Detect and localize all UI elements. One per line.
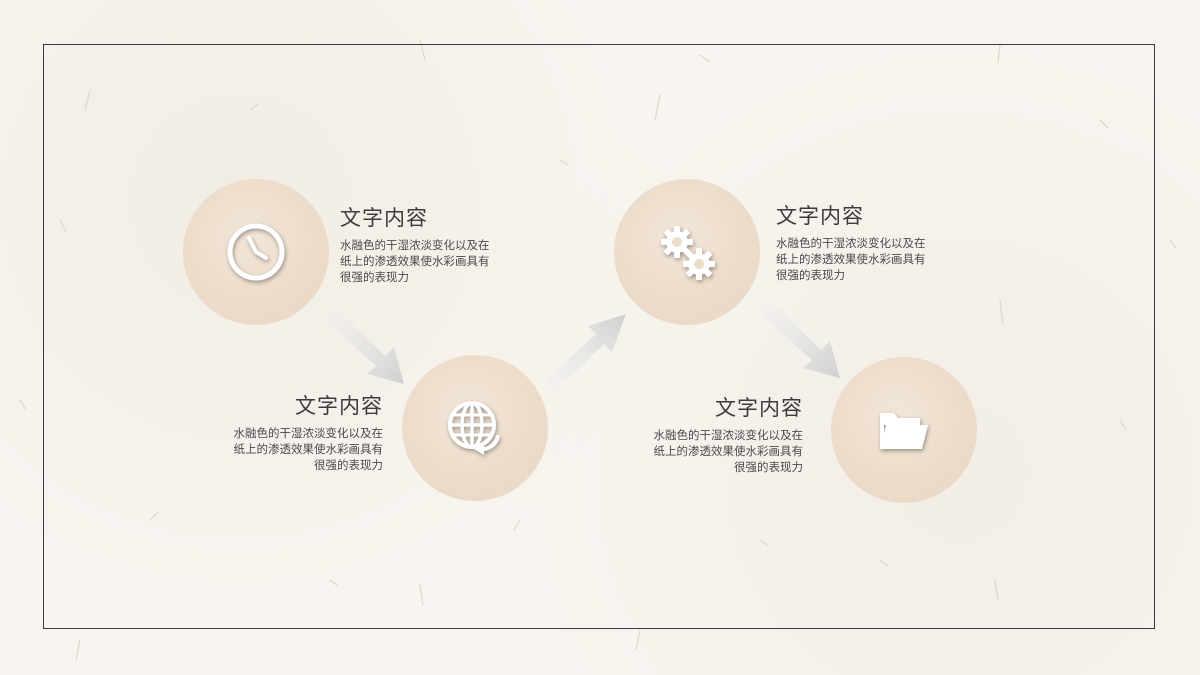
step-3-line-3: 很强的表现力 xyxy=(776,268,845,282)
step-1-description: 水融色的干湿浓淡变化以及在 纸上的渗透效果使水彩画具有 很强的表现力 xyxy=(340,237,540,285)
arrow-2-to-3 xyxy=(542,314,626,394)
step-4-text: 文字内容 水融色的干湿浓淡变化以及在 纸上的渗透效果使水彩画具有 很强的表现力 xyxy=(603,395,804,475)
step-2-text: 文字内容 水融色的干湿浓淡变化以及在 纸上的渗透效果使水彩画具有 很强的表现力 xyxy=(183,393,384,473)
step-4-title: 文字内容 xyxy=(715,396,803,420)
step-2-line-1: 水融色的干湿浓淡变化以及在 xyxy=(233,426,384,440)
step-1-line-1: 水融色的干湿浓淡变化以及在 xyxy=(340,238,490,252)
arrow-1-to-2 xyxy=(322,306,404,384)
step-2-title: 文字内容 xyxy=(295,394,383,418)
step-2-line-2: 纸上的渗透效果使水彩画具有 xyxy=(233,442,384,456)
gears-icon xyxy=(661,226,715,280)
step-3-line-2: 纸上的渗透效果使水彩画具有 xyxy=(776,252,926,266)
slide-frame xyxy=(43,44,1155,629)
step-1-title: 文字内容 xyxy=(340,206,428,230)
step-1-line-2: 纸上的渗透效果使水彩画具有 xyxy=(340,254,490,268)
step-3-line-1: 水融色的干湿浓淡变化以及在 xyxy=(776,236,926,250)
step-2-circle xyxy=(402,355,548,501)
step-3-circle xyxy=(614,179,760,325)
step-1-circle xyxy=(183,179,329,325)
step-2-description: 水融色的干湿浓淡变化以及在 纸上的渗透效果使水彩画具有 很强的表现力 xyxy=(183,425,384,473)
clock-icon xyxy=(227,223,285,281)
step-4-line-1: 水融色的干湿浓淡变化以及在 xyxy=(653,428,804,442)
arrow-3-to-4 xyxy=(758,300,840,378)
step-1-text: 文字内容 水融色的干湿浓淡变化以及在 纸上的渗透效果使水彩画具有 很强的表现力 xyxy=(340,205,540,285)
step-4-line-2: 纸上的渗透效果使水彩画具有 xyxy=(653,444,804,458)
step-1-line-3: 很强的表现力 xyxy=(340,270,409,284)
step-2-line-3: 很强的表现力 xyxy=(314,458,383,472)
step-3-text: 文字内容 水融色的干湿浓淡变化以及在 纸上的渗透效果使水彩画具有 很强的表现力 xyxy=(776,203,976,283)
folder-icon xyxy=(880,413,928,449)
step-4-circle xyxy=(831,357,977,503)
step-3-description: 水融色的干湿浓淡变化以及在 纸上的渗透效果使水彩画具有 很强的表现力 xyxy=(776,235,976,283)
globe-refresh-icon xyxy=(448,401,500,455)
step-4-description: 水融色的干湿浓淡变化以及在 纸上的渗透效果使水彩画具有 很强的表现力 xyxy=(603,427,804,475)
step-4-line-3: 很强的表现力 xyxy=(734,460,803,474)
step-3-title: 文字内容 xyxy=(776,204,864,228)
